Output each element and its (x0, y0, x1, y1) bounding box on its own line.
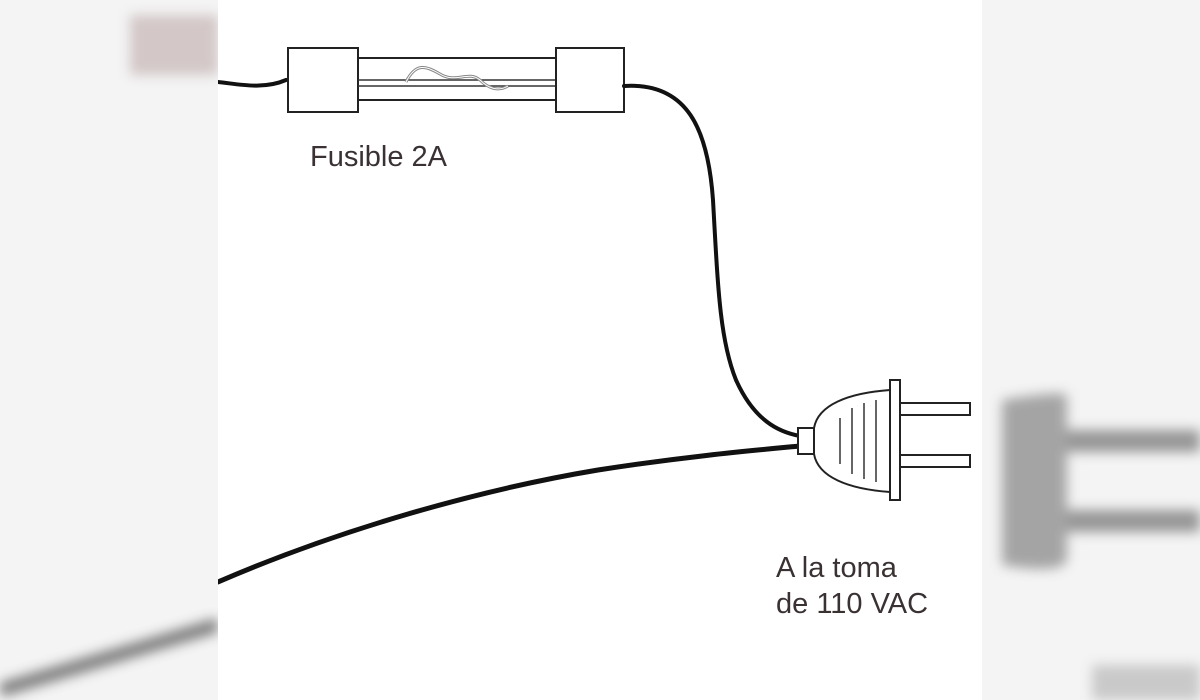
right-blur-content (982, 0, 1200, 700)
left-blur-drawing (0, 15, 218, 697)
fuse-cap-right (555, 47, 625, 113)
fuse-label: Fusible 2A (310, 141, 448, 173)
outlet-label: A la toma de 110 VAC (776, 550, 928, 622)
right-blur-panel (982, 0, 1200, 700)
blurred-prong-top (1067, 430, 1200, 452)
blurred-wire-left (0, 618, 218, 697)
left-blur-content (0, 0, 218, 700)
main-diagram-panel: Fusible 2A A la toma de 110 VAC (218, 0, 982, 700)
blurred-label-right (1092, 665, 1200, 700)
fuse-icon (287, 47, 625, 113)
wire-fuse-to-plug (622, 83, 802, 438)
plug-prong-bottom (899, 454, 971, 468)
fuse-cap-left (287, 47, 359, 113)
wire-to-fuse-left (218, 78, 288, 88)
blurred-plug-body (1002, 393, 1067, 569)
plug-icon (797, 379, 971, 501)
blurred-prong-bottom (1067, 510, 1200, 532)
blurred-label-left (130, 15, 218, 75)
wire-return-to-plug (218, 443, 803, 585)
right-blur-drawing (1002, 393, 1200, 700)
outlet-label-line2: de 110 VAC (776, 588, 929, 620)
circuit-drawing (218, 47, 971, 585)
fuse-filament-highlight (405, 67, 509, 90)
plug-prong-top (899, 402, 971, 416)
plug-cable-collar (797, 427, 815, 455)
plug-face-plate (889, 379, 901, 501)
outlet-label-line1: A la toma (776, 552, 897, 584)
left-blur-panel (0, 0, 218, 700)
